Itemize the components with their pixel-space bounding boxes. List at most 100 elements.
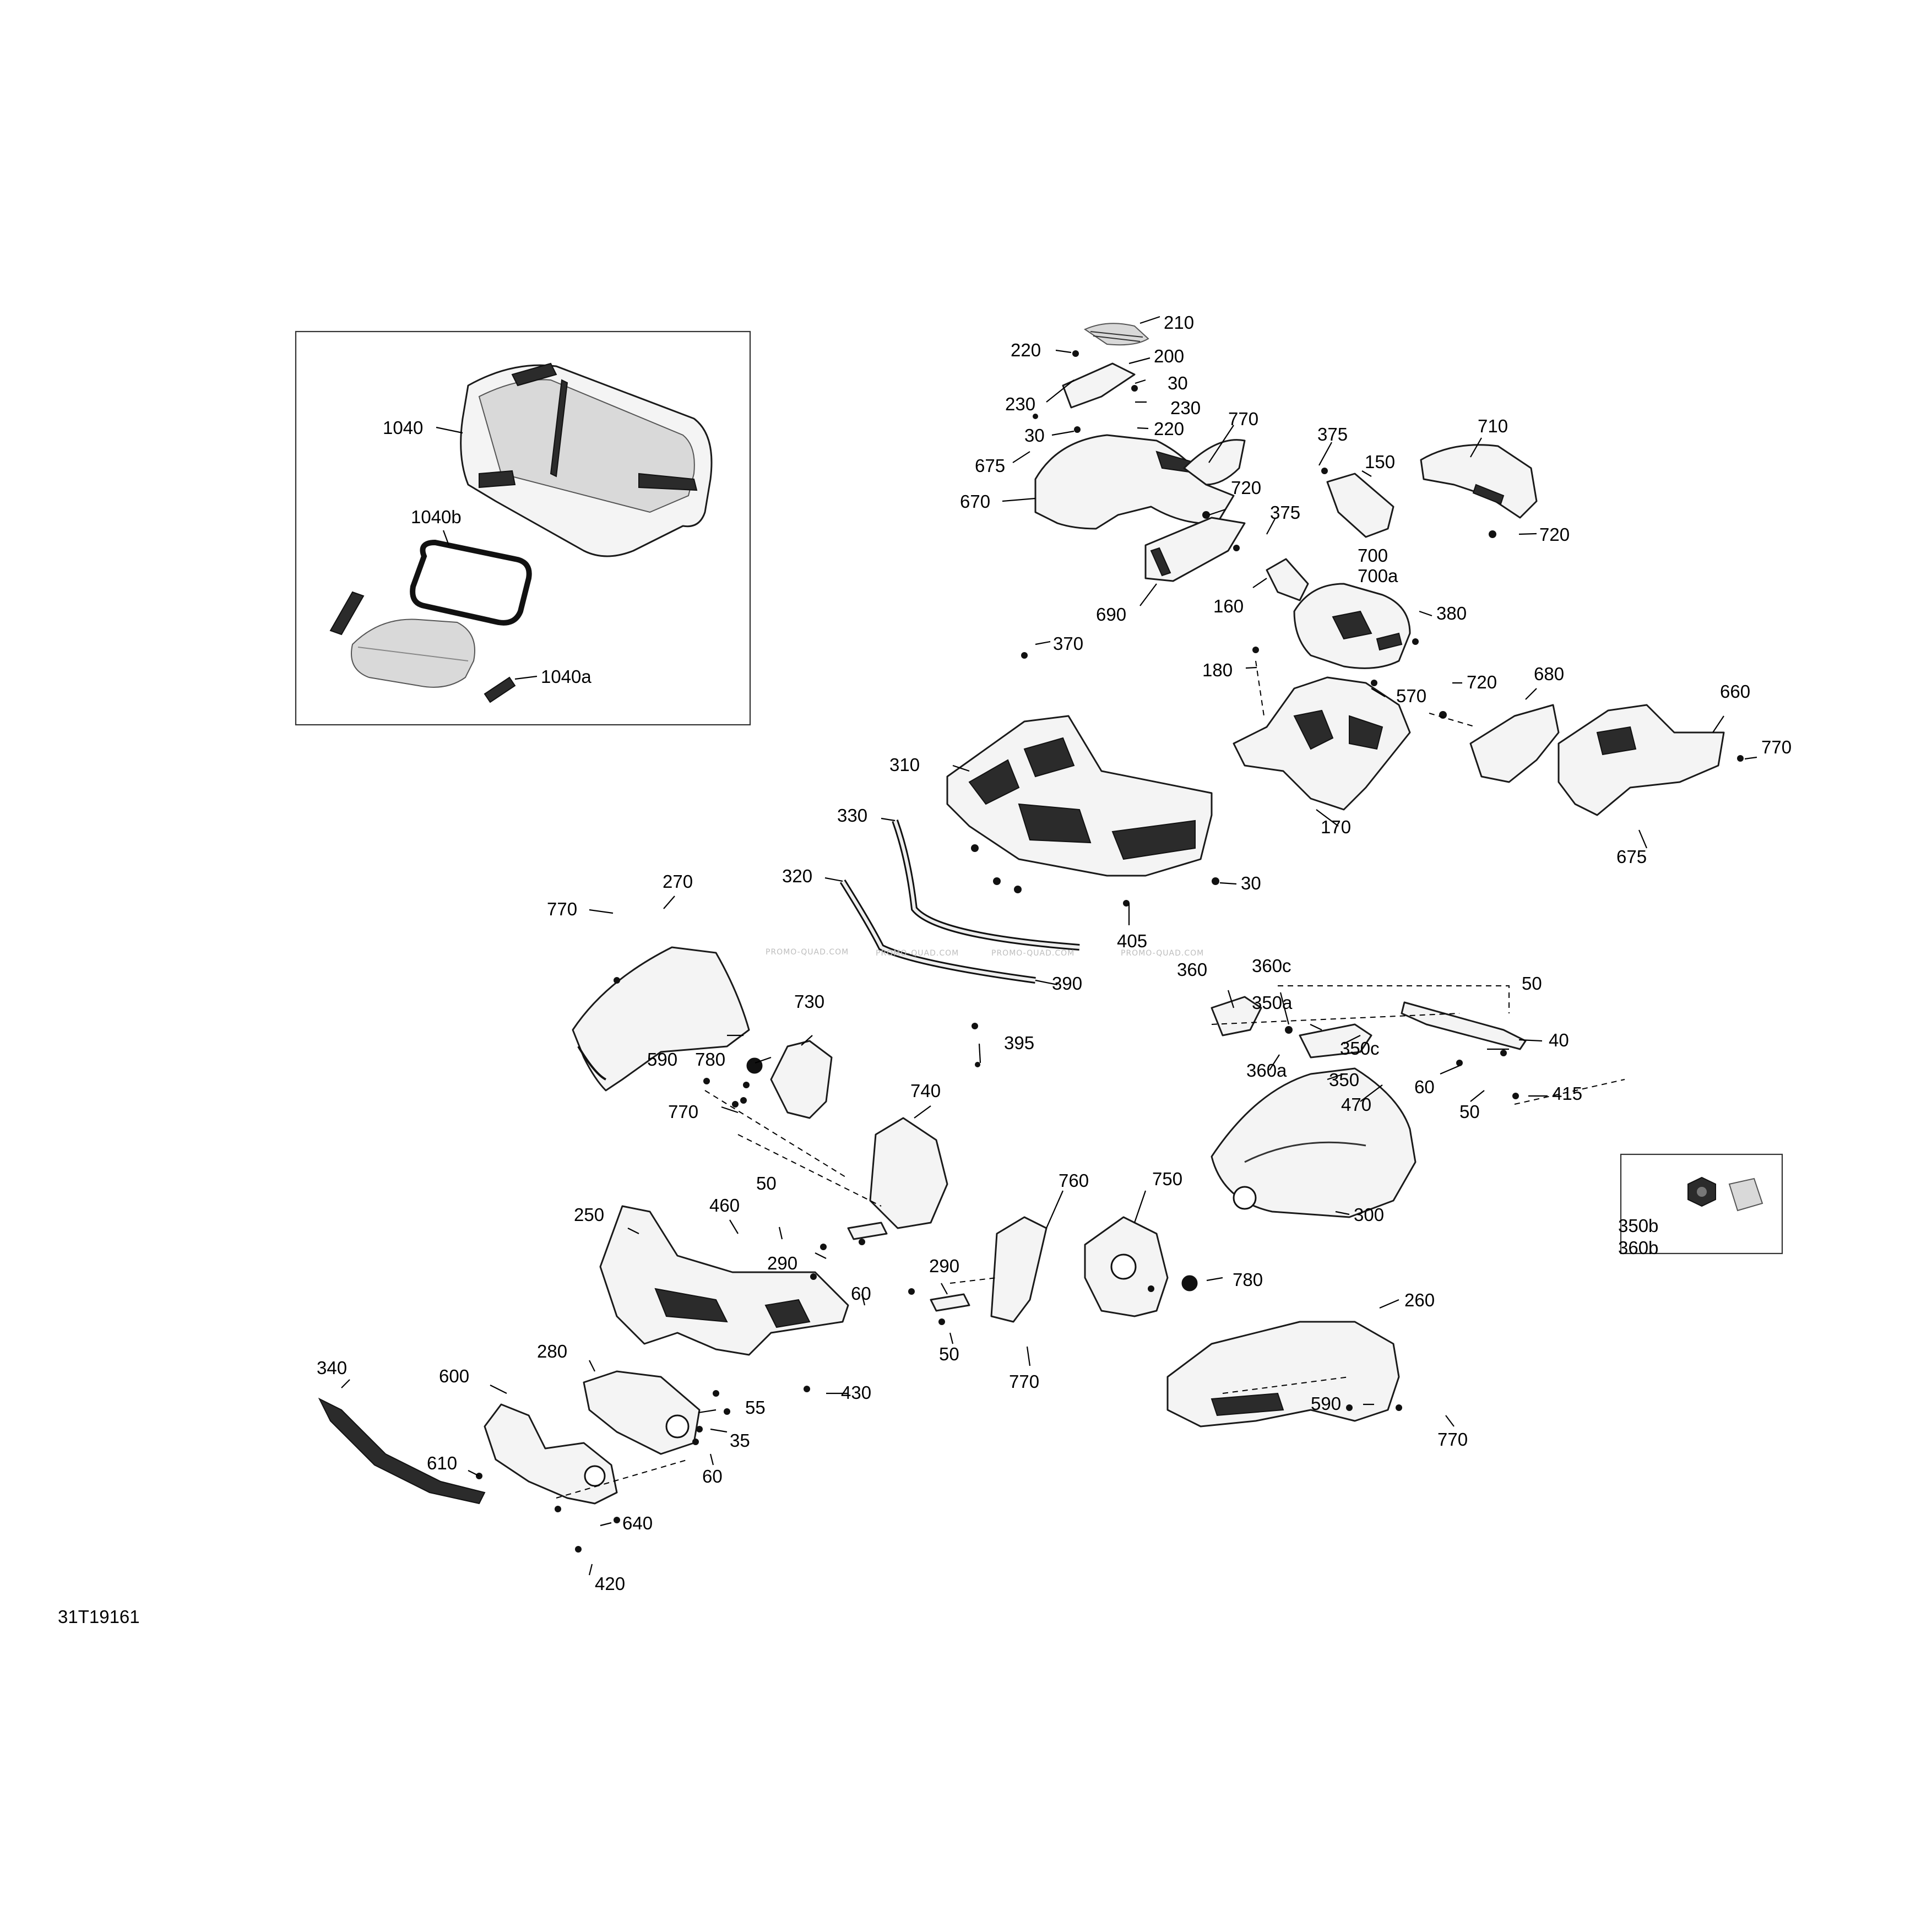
part-670-console (1034, 434, 1246, 530)
callout-730: 730 (794, 991, 824, 1012)
callout-230: 230 (1170, 398, 1201, 418)
callout-680: 680 (1534, 664, 1564, 684)
part-330-rail (892, 819, 1080, 951)
callout-310: 310 (889, 755, 920, 775)
callout-350a: 350a (1252, 992, 1293, 1013)
part-1040a-strip (329, 591, 516, 703)
inset-box-fasteners (1620, 1153, 1783, 1255)
callout-40: 40 (1549, 1030, 1569, 1050)
callout-180: 180 (1202, 660, 1233, 680)
part-320-rail (839, 879, 1036, 984)
callout-720: 720 (1231, 477, 1261, 498)
callout-50: 50 (756, 1173, 777, 1193)
callout-380: 380 (1436, 603, 1467, 623)
callout-360: 360 (1177, 959, 1207, 980)
callout-60: 60 (702, 1466, 723, 1486)
callout-420: 420 (595, 1573, 625, 1594)
callout-35: 35 (730, 1430, 750, 1451)
watermark-1: PROMO-QUAD.COM (766, 948, 849, 957)
part-290-bracket-left (847, 1222, 888, 1240)
part-360-bracket (1211, 996, 1262, 1036)
part-310-front-rack (946, 715, 1213, 877)
callout-760: 760 (1059, 1170, 1089, 1191)
callout-770: 770 (1009, 1371, 1039, 1392)
part-690-panel (1144, 517, 1246, 582)
figure-code: 31T19161 (58, 1607, 140, 1627)
callout-390: 390 (1052, 973, 1082, 994)
callout-280: 280 (537, 1341, 567, 1361)
callout-290: 290 (767, 1253, 797, 1273)
part-1040-tray (351, 618, 475, 688)
callout-360c: 360c (1252, 956, 1291, 976)
part-600-housing (484, 1403, 618, 1505)
callout-210: 210 (1164, 312, 1194, 333)
callout-1040: 1040 (383, 417, 423, 438)
callout-780: 780 (695, 1049, 725, 1070)
leader-1040b (442, 530, 450, 546)
callout-395: 395 (1004, 1033, 1034, 1053)
part-170-frame (1233, 676, 1411, 811)
part-1040-storage-bin (460, 362, 713, 557)
callout-30: 30 (1168, 373, 1188, 393)
callout-170: 170 (1321, 817, 1351, 837)
callout-250: 250 (574, 1204, 604, 1225)
callout-415: 415 (1552, 1083, 1582, 1104)
callout-640: 640 (622, 1513, 653, 1533)
part-200-bracket (1062, 362, 1136, 409)
callout-770: 770 (668, 1101, 698, 1122)
callout-300: 300 (1354, 1204, 1384, 1225)
callout-50: 50 (1459, 1101, 1480, 1122)
part-360b-clip-icon (1728, 1177, 1763, 1212)
watermark-4: PROMO-QUAD.COM (1121, 949, 1204, 958)
callout-375: 375 (1270, 502, 1300, 523)
callout-770: 770 (1437, 1429, 1468, 1450)
callout-330: 330 (837, 805, 867, 826)
callout-570: 570 (1396, 686, 1426, 706)
part-660-fender (1557, 704, 1725, 816)
part-150-cover (1326, 473, 1394, 538)
callout-350b: 350b (1618, 1215, 1658, 1236)
callout-675: 675 (1616, 846, 1647, 867)
part-250-front-fascia (599, 1205, 849, 1356)
callout-30: 30 (1241, 873, 1261, 893)
part-160-cover (1266, 558, 1309, 601)
callout-260: 260 (1404, 1290, 1435, 1310)
callout-50: 50 (1522, 973, 1542, 994)
callout-150: 150 (1365, 452, 1395, 472)
part-40-crossbar (1401, 1001, 1527, 1050)
callout-375: 375 (1317, 424, 1348, 444)
callout-700a: 700a (1358, 566, 1398, 586)
part-350b-nut-icon (1687, 1176, 1716, 1207)
callout-labels: 1040 1040b 1040a 210 220 200 30 230 230 … (317, 312, 1792, 1594)
assembly-lines (556, 660, 1625, 1499)
leader-lines (341, 316, 1757, 1576)
callout-610: 610 (427, 1453, 457, 1473)
part-210-grille (1083, 323, 1149, 346)
callout-290: 290 (929, 1256, 959, 1276)
callout-30: 30 (1024, 425, 1045, 446)
callout-740: 740 (910, 1081, 941, 1101)
part-700-headlight-housing (1293, 583, 1411, 669)
part-750-panel (1084, 1216, 1169, 1317)
callout-720: 720 (1539, 524, 1570, 545)
callout-660: 660 (1720, 681, 1750, 702)
callout-590: 590 (1311, 1393, 1341, 1414)
callout-405: 405 (1117, 931, 1147, 951)
callout-770: 770 (547, 899, 577, 919)
callout-320: 320 (782, 866, 812, 886)
callout-350c: 350c (1340, 1038, 1380, 1059)
callout-370: 370 (1053, 633, 1083, 654)
callout-690: 690 (1096, 604, 1126, 625)
part-730-bracket (770, 1040, 833, 1119)
callout-55: 55 (745, 1397, 766, 1418)
part-1040b-seal (410, 539, 532, 626)
callout-750: 750 (1152, 1169, 1182, 1189)
callout-60: 60 (1414, 1077, 1435, 1097)
part-280-bracket (583, 1370, 701, 1455)
part-710-shroud (1420, 444, 1538, 519)
callout-700: 700 (1358, 545, 1388, 566)
callout-160: 160 (1213, 596, 1244, 616)
callout-770: 770 (1761, 737, 1792, 757)
leader-1040 (436, 426, 463, 434)
callout-360a: 360a (1246, 1060, 1287, 1081)
